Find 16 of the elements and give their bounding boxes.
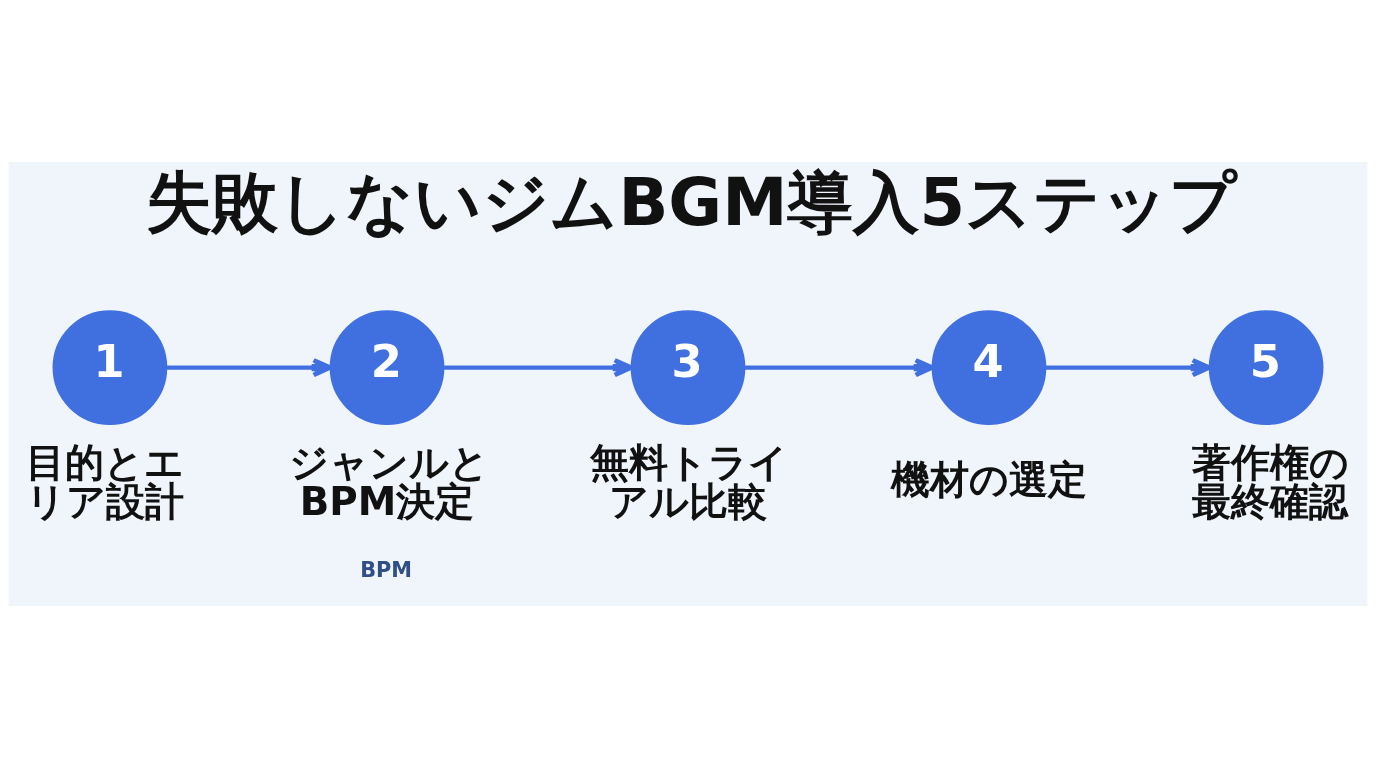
node-circle: 3	[630, 310, 746, 425]
node-circle: 4	[931, 310, 1047, 425]
node-circle: 2	[329, 310, 445, 425]
arrow	[1045, 358, 1212, 378]
node-label: 機材の選定	[890, 457, 1087, 503]
node-circle: 1	[52, 310, 168, 425]
label: BPM	[360, 558, 413, 583]
node-label: 目的とエリア設計	[26, 440, 185, 524]
diagram-title: 失敗しないジムBGM導入5ステップ	[146, 163, 1238, 240]
node-circle: 5	[1208, 310, 1324, 425]
arrow	[745, 358, 935, 378]
node-label: 著作権の最終確認	[1191, 440, 1349, 524]
node-label: ジャンルとBPM決定	[288, 440, 489, 524]
node-label: 無料トライアル比較	[589, 440, 788, 524]
arrow	[444, 358, 634, 378]
arrow	[166, 358, 333, 378]
